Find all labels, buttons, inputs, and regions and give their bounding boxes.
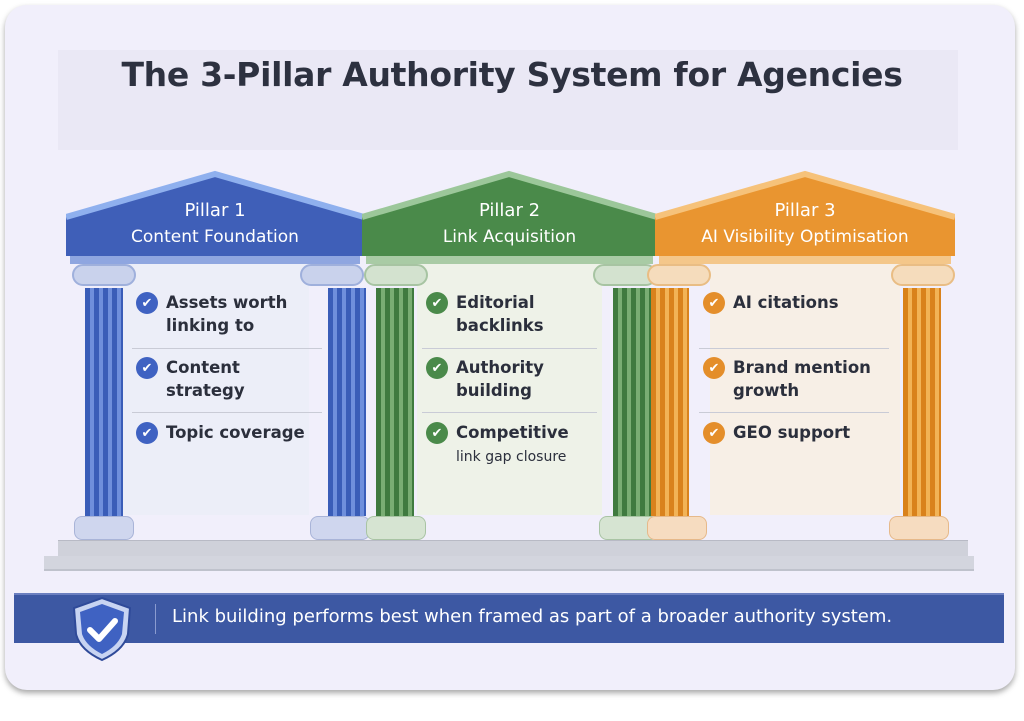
check-icon: ✔ [703, 292, 725, 314]
list-item: ✔ Topic coverage [136, 421, 334, 444]
check-icon: ✔ [426, 357, 448, 379]
pillar-3-content [710, 264, 900, 515]
list-item: ✔ Assets worth linking to [136, 291, 324, 337]
pillar-2-content [417, 264, 602, 515]
divider [422, 412, 597, 413]
item-label: GEO support [733, 423, 851, 442]
column-capital [72, 264, 136, 286]
item-label: AI citations [733, 293, 839, 312]
check-icon: ✔ [136, 422, 158, 444]
item-label: Assets worth linking to [166, 293, 288, 335]
check-icon: ✔ [136, 292, 158, 314]
column-capital [300, 264, 364, 286]
divider [132, 412, 322, 413]
check-icon: ✔ [136, 357, 158, 379]
divider [699, 348, 889, 349]
column-capital [891, 264, 955, 286]
pillar-1: Pillar 1 Content Foundation ✔ Assets wort… [65, 170, 370, 545]
column-right [903, 288, 941, 516]
divider [422, 348, 597, 349]
pillar-2: Pillar 2 Link Acquisition ✔ Editorial bac… [361, 170, 659, 545]
item-sublabel: link gap closure [456, 449, 567, 465]
check-icon: ✔ [703, 422, 725, 444]
item-label: Competitive [456, 423, 569, 442]
temple-step-lower [44, 556, 974, 571]
column-base [647, 516, 707, 540]
pillar-1-number: Pillar 1 [184, 200, 246, 221]
column-base [74, 516, 134, 540]
column-base [310, 516, 370, 540]
pillar-2-number: Pillar 2 [478, 200, 541, 221]
item-label: Editorial backlinks [456, 293, 544, 335]
pillar-3-beam [659, 256, 951, 264]
list-item: ✔ Authority building [426, 356, 597, 402]
title-band [58, 50, 958, 150]
pillar-2-beam [366, 256, 653, 264]
item-label: Content strategy [166, 358, 245, 400]
shield-check-icon [70, 596, 134, 662]
pillar-1-pediment [65, 170, 365, 262]
page-title: The 3-Pillar Authority System for Agenci… [121, 55, 903, 94]
pillar-3-number: Pillar 3 [774, 200, 836, 221]
item-label: Topic coverage [166, 423, 305, 442]
column-left [376, 288, 414, 516]
list-item: ✔ GEO support [703, 421, 895, 444]
summary-banner [14, 593, 1004, 643]
check-icon: ✔ [703, 357, 725, 379]
pillar-3-name: AI Visibility Optimisation [701, 227, 909, 247]
pillar-3-pediment [654, 170, 956, 262]
item-label: Brand mention growth [733, 358, 871, 400]
pillar-1-beam [70, 256, 360, 264]
divider [132, 348, 322, 349]
check-icon: ✔ [426, 292, 448, 314]
list-item: ✔ Competitive link gap closure [426, 421, 617, 469]
list-item: ✔ Content strategy [136, 356, 304, 402]
item-label: Authority building [456, 358, 544, 400]
column-capital [647, 264, 711, 286]
temple-step-upper [58, 540, 968, 557]
column-right [328, 288, 366, 516]
pillar-2-name: Link Acquisition [442, 227, 577, 247]
list-item: ✔ Brand mention growth [703, 356, 895, 402]
banner-text: Link building performs best when framed … [172, 606, 893, 627]
pillar-1-name: Content Foundation [131, 227, 299, 247]
list-item: ✔ Editorial backlinks [426, 291, 597, 337]
pillar-3: Pillar 3 AI Visibility Optimisation ✔ AI … [647, 170, 956, 545]
list-item: ✔ AI citations [703, 291, 895, 314]
pillar-2-pediment [361, 170, 658, 262]
column-base [889, 516, 949, 540]
banner-divider [155, 604, 156, 634]
divider [699, 412, 889, 413]
check-icon: ✔ [426, 422, 448, 444]
column-left [85, 288, 123, 516]
column-capital [364, 264, 428, 286]
column-left [651, 288, 689, 516]
column-base [366, 516, 426, 540]
column-right [613, 288, 651, 516]
